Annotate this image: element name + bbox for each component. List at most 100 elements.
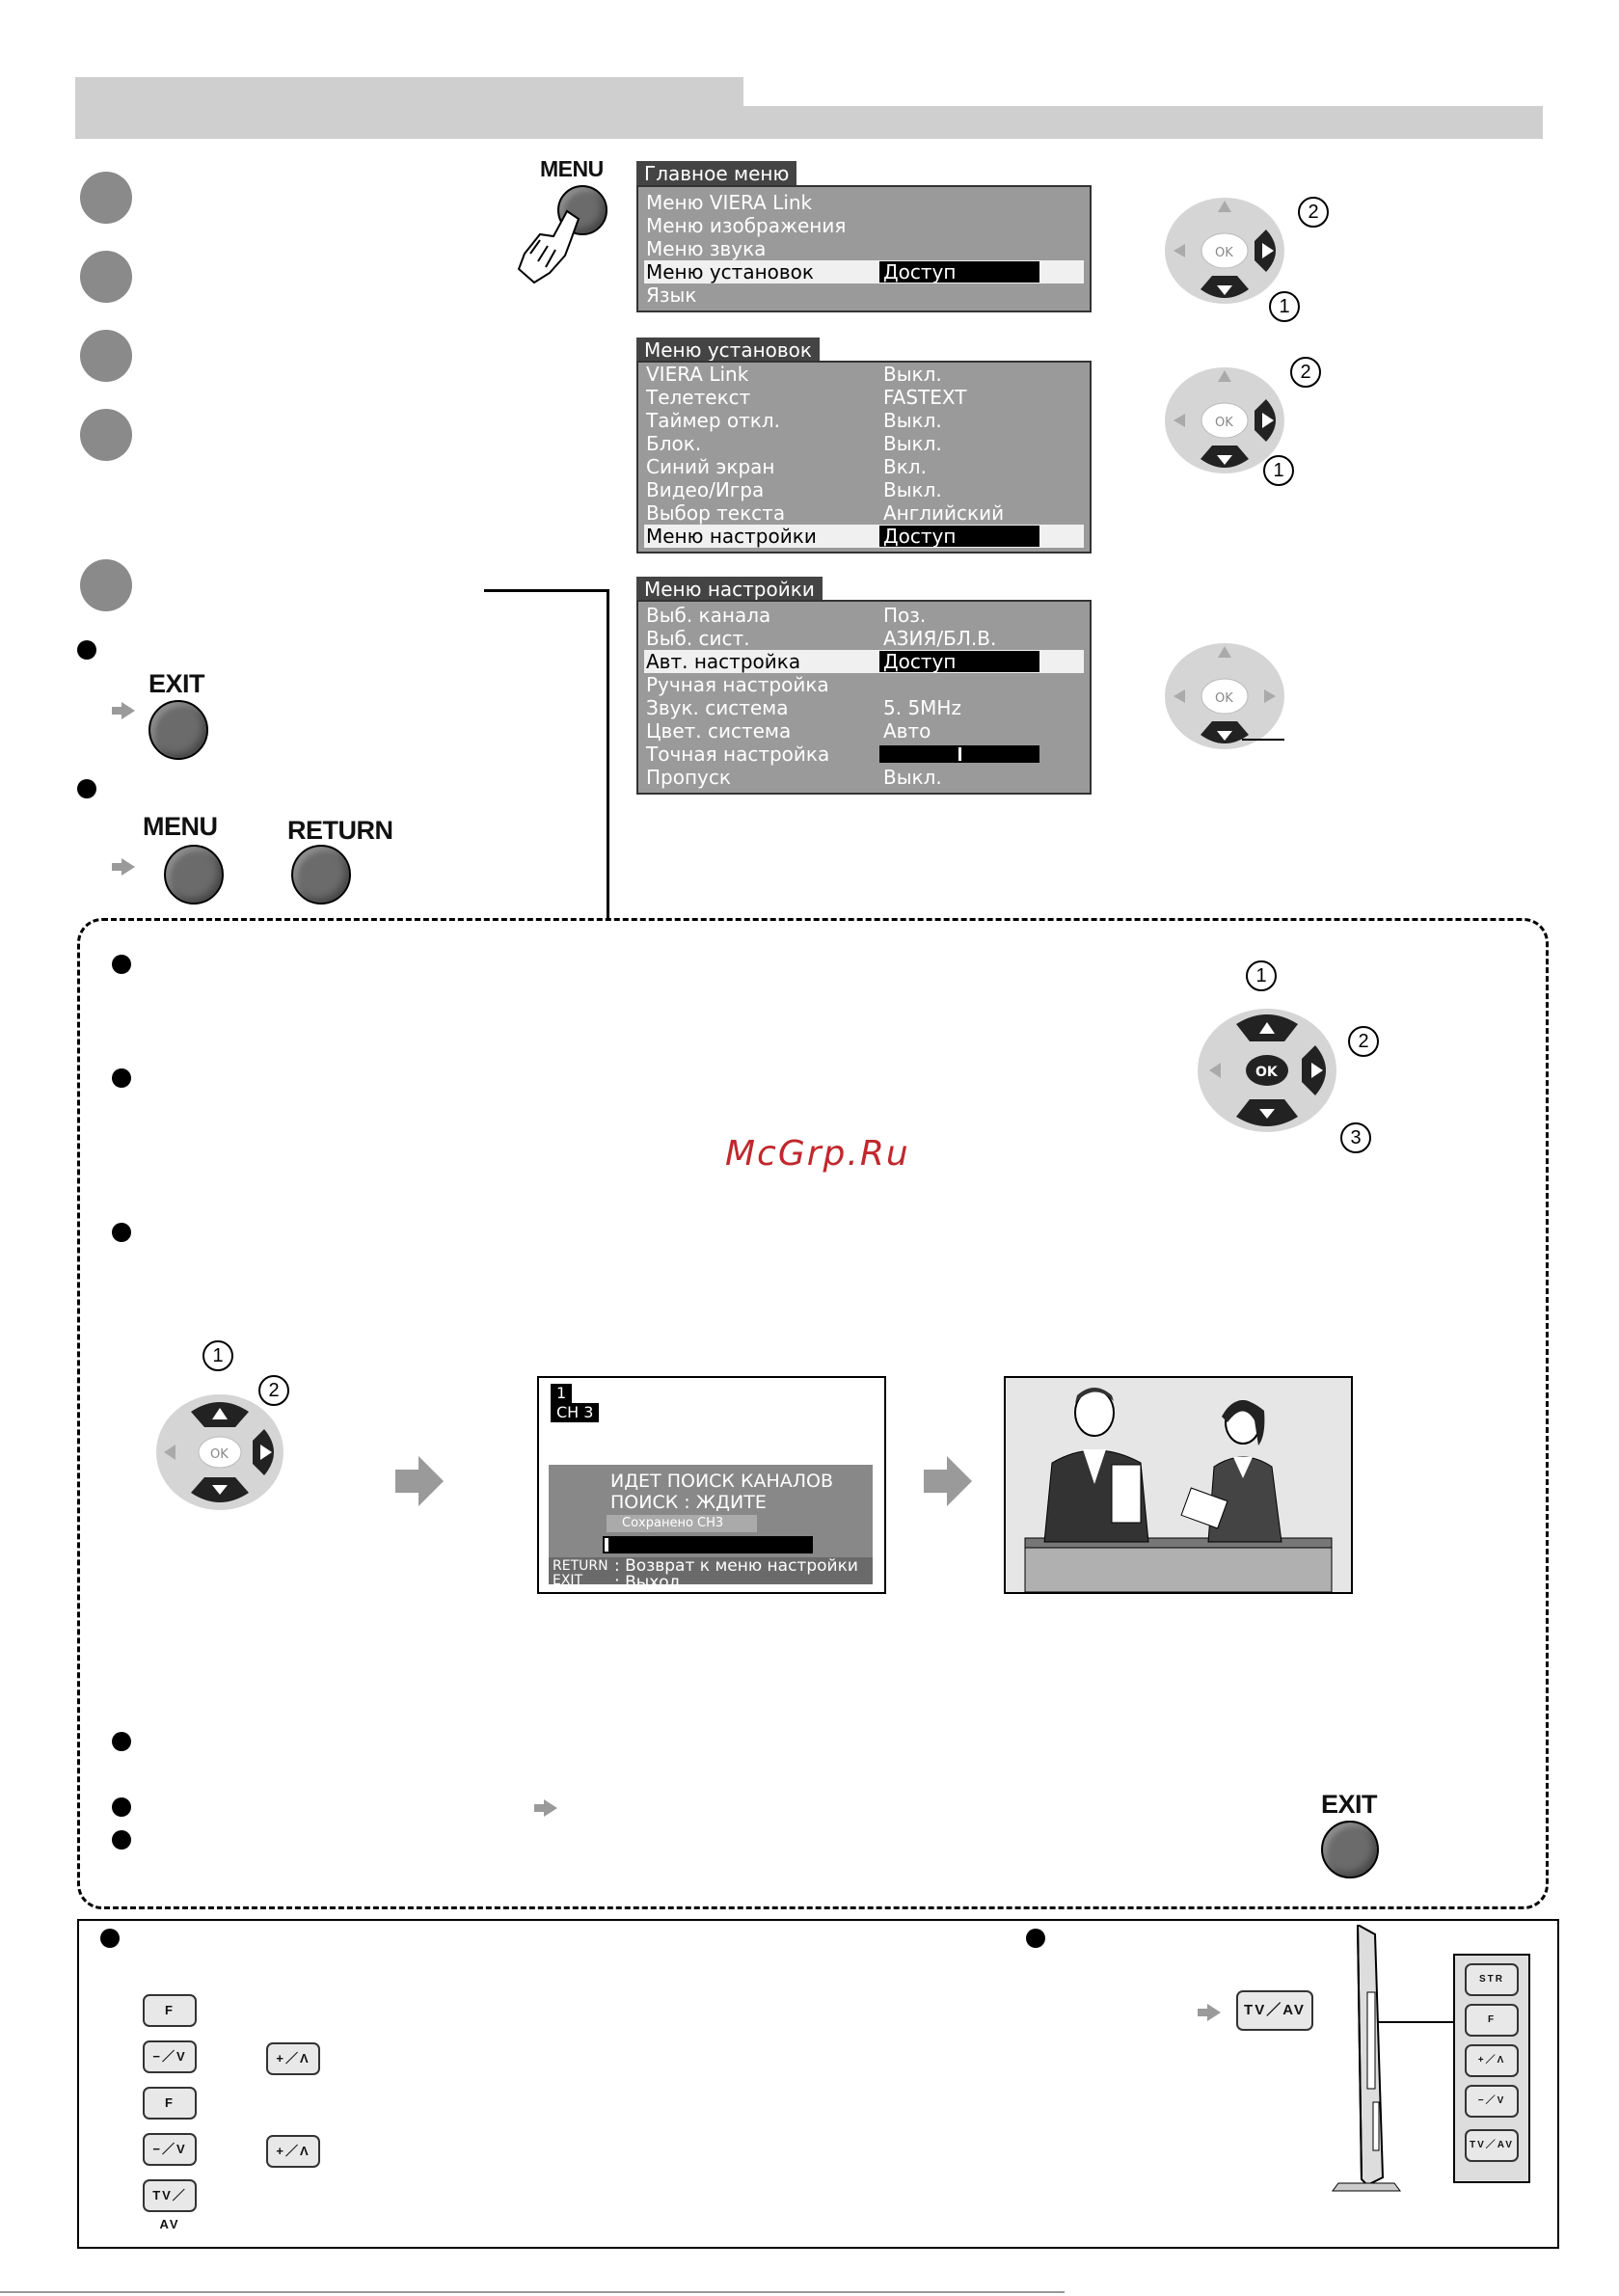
svg-text:OK: OK (210, 1447, 229, 1462)
fine-tune-bar (879, 745, 1039, 763)
svg-text:OK: OK (1215, 246, 1233, 260)
callout-2: 2 (1290, 357, 1321, 388)
plus-lambda-button[interactable]: +／Λ (266, 2135, 320, 2168)
menu-button-label: MENU (540, 156, 604, 181)
tv-side-panel-callout: STR F +／Λ −／V TV／AV (1453, 1954, 1530, 2183)
main-menu-item[interactable]: Меню изображения (646, 214, 847, 237)
f-button[interactable]: F (143, 1994, 197, 2027)
tv-broadcast-image (1004, 1376, 1353, 1594)
footer-rule (0, 2291, 1065, 2293)
notes-box (77, 1919, 1559, 2249)
bullet (112, 1732, 131, 1751)
bullet (112, 955, 131, 974)
minus-v-button[interactable]: −／V (143, 2133, 197, 2166)
bullet (77, 640, 96, 660)
arrow-icon (112, 702, 135, 719)
setup-menu-row[interactable]: Блок.Выкл. (646, 432, 942, 455)
callout-line (1242, 739, 1284, 741)
callout-2: 2 (1298, 197, 1329, 228)
main-menu-panel: Меню VIERA Link Меню изображения Меню зв… (636, 185, 1092, 312)
menu-button-label-2: MENU (143, 812, 218, 841)
flow-arrow-icon (395, 1456, 444, 1506)
callout-line (1377, 2021, 1454, 2023)
auto-tuning-section (77, 918, 1549, 1909)
main-menu-title: Главное меню (636, 161, 797, 186)
str-button[interactable]: STR (1465, 1963, 1519, 1996)
step-3-circle (80, 330, 132, 382)
main-menu-item[interactable]: Язык (646, 284, 697, 307)
exit-text: : Выход (614, 1573, 681, 1592)
scan-footer: RETURN : Возврат к меню настройки EXIT :… (549, 1556, 873, 1592)
main-menu-item[interactable]: Меню VIERA Link (646, 191, 813, 214)
direction-pad-1[interactable]: OK (1162, 193, 1287, 309)
saved-indicator: Сохранено CH3 (607, 1515, 757, 1532)
callout-1: 1 (1263, 455, 1294, 486)
header-bar (75, 106, 1543, 139)
f-button[interactable]: F (143, 2087, 197, 2120)
bullet (1026, 1929, 1045, 1948)
return-key-label: RETURN (553, 1558, 608, 1574)
step-5-circle (80, 559, 132, 611)
direction-pad-2[interactable]: OK (1162, 363, 1287, 478)
exit-button[interactable] (148, 700, 208, 760)
bullet (112, 1830, 131, 1850)
exit-button-2[interactable] (1321, 1821, 1379, 1878)
channel-scan-screen: 1 CH 3 ИДЕТ ПОИСК КАНАЛОВ ПОИСК : ЖДИТЕ … (537, 1376, 886, 1594)
direction-pad-5[interactable]: OK (152, 1389, 287, 1514)
direction-pad-3[interactable]: OK (1162, 638, 1287, 754)
tuning-menu-row[interactable]: Выб. сист.АЗИЯ/БЛ.В. (646, 627, 997, 650)
scan-progress-fill (605, 1538, 608, 1552)
tuning-menu-row[interactable]: Точная настройка (644, 743, 1084, 766)
exit-button-label: EXIT (148, 669, 205, 698)
tv-av-button-large[interactable]: TV／AV (1236, 1990, 1313, 2031)
setup-menu-row[interactable]: Таймер откл.Выкл. (646, 409, 942, 432)
tvav-side-button[interactable]: TV／AV (1465, 2129, 1519, 2162)
direction-pad-4[interactable]: OK (1194, 1003, 1340, 1138)
minus-v-button[interactable]: −／V (143, 2040, 197, 2073)
callout-1: 1 (1269, 291, 1300, 322)
connector-line (484, 589, 609, 592)
callout-1: 1 (202, 1340, 233, 1371)
bullet (112, 1223, 131, 1242)
main-menu-item[interactable]: Меню звука (646, 237, 767, 260)
exit-key-label: EXIT (553, 1573, 583, 1588)
menu-button-2[interactable] (164, 845, 224, 905)
callout-2: 2 (258, 1375, 289, 1406)
step-2-circle (80, 251, 132, 303)
f-side-button[interactable]: F (1465, 2004, 1519, 2037)
fine-tune-marker (958, 747, 961, 761)
scan-progress-bar (603, 1536, 813, 1553)
tv-side-view-icon (1332, 1925, 1401, 2192)
bullet (100, 1929, 120, 1948)
tuning-menu-row[interactable]: Ручная настройка (646, 673, 829, 696)
channel-label: CH 3 (551, 1403, 600, 1422)
tuning-menu-title: Меню настройки (636, 577, 823, 602)
connector-line-vertical (607, 589, 609, 920)
scan-line-2: ПОИСК : ЖДИТЕ (610, 1492, 767, 1513)
svg-text:OK: OK (1255, 1065, 1279, 1080)
news-anchors-illustration (1006, 1378, 1351, 1592)
step-1-circle (80, 172, 132, 224)
tv-av-button[interactable]: TV／AV (143, 2179, 197, 2231)
return-button[interactable] (291, 845, 351, 905)
plus-side-button[interactable]: +／Λ (1465, 2044, 1519, 2077)
svg-text:OK: OK (1215, 416, 1233, 430)
plus-lambda-button[interactable]: +／Λ (266, 2042, 320, 2075)
minus-side-button[interactable]: −／V (1465, 2085, 1519, 2118)
arrow-icon (534, 1799, 557, 1817)
arrow-icon (112, 858, 135, 876)
callout-3: 3 (1340, 1122, 1371, 1153)
